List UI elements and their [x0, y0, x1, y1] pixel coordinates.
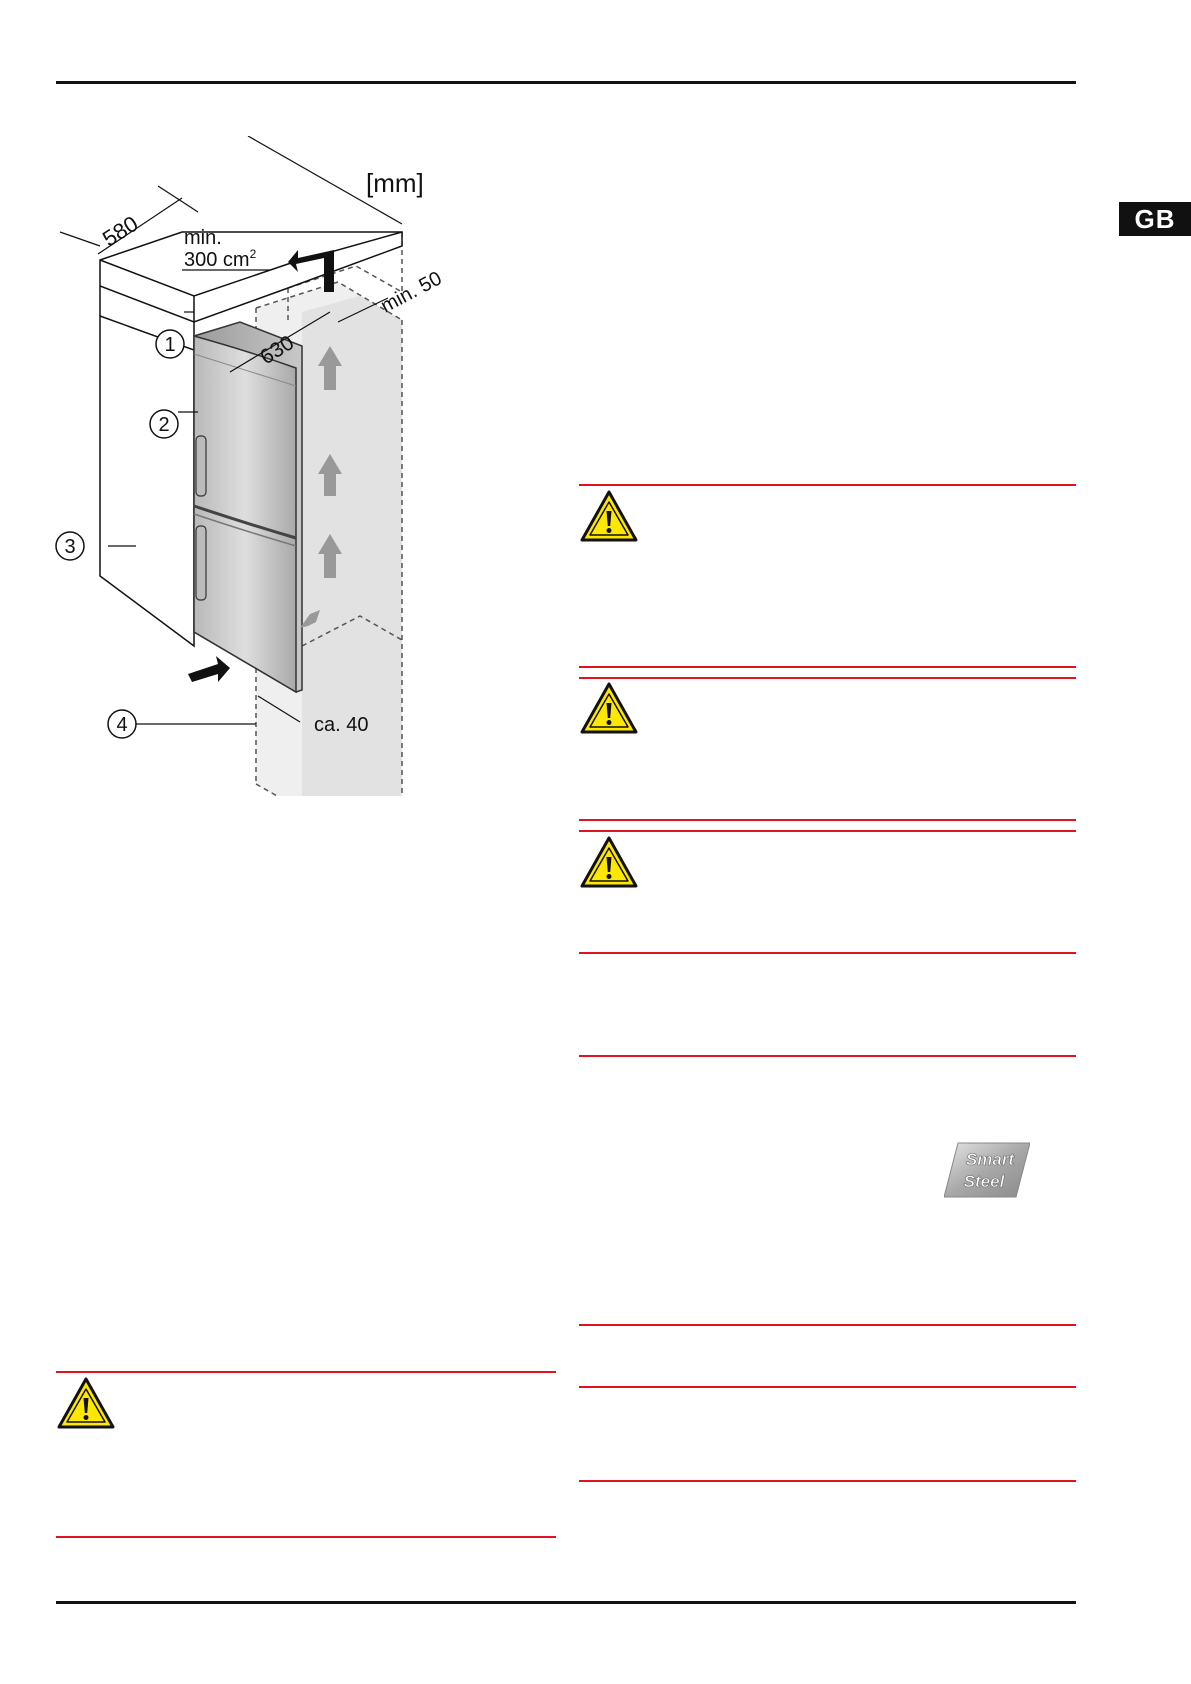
warning-rule — [579, 819, 1076, 821]
warning-triangle-icon — [580, 682, 638, 734]
bottom-gap-dimension: ca. 40 — [314, 714, 368, 736]
callout-4-label: 4 — [116, 714, 127, 736]
header-rule — [56, 81, 1076, 84]
callout-3-label: 3 — [64, 536, 75, 558]
vent-label-line1: min. — [184, 227, 222, 249]
installation-diagram: [mm] 580 min. 300 cm2 min. 50 630 ca. 40… — [55, 136, 446, 796]
vent-area-value: 300 cm — [184, 249, 250, 271]
top-gap-dimension: min. 50 — [377, 267, 445, 317]
warning-rule — [579, 952, 1076, 954]
warning-rule — [56, 1536, 556, 1538]
callout-1: 1 — [155, 329, 185, 359]
logo-line2: Steel — [964, 1172, 1006, 1191]
footer-rule — [56, 1601, 1076, 1604]
warning-triangle-icon — [57, 1377, 115, 1429]
callout-3: 3 — [55, 531, 85, 561]
dimension-lines — [59, 136, 403, 725]
section-rule — [579, 1386, 1076, 1388]
section-rule — [579, 1324, 1076, 1326]
warning-rule — [579, 830, 1076, 832]
unit-label: [mm] — [366, 168, 424, 198]
warning-rule — [579, 677, 1076, 679]
warning-rule — [56, 1371, 556, 1373]
callout-4: 4 — [107, 709, 137, 739]
callout-2: 2 — [149, 409, 179, 439]
callout-1-label: 1 — [164, 334, 175, 356]
section-rule — [579, 1480, 1076, 1482]
vent-label-line2: 300 cm2 — [184, 247, 257, 271]
warning-rule — [579, 666, 1076, 668]
appliance — [193, 321, 303, 694]
airflow-arrows — [188, 250, 342, 682]
section-rule — [579, 1055, 1076, 1057]
logo-line1: Smart — [966, 1150, 1016, 1169]
warning-triangle-icon — [580, 490, 638, 542]
language-tab: GB — [1119, 202, 1191, 236]
smart-steel-logo: Smart Steel — [944, 1142, 1030, 1198]
depth-dimension: 580 — [98, 211, 142, 252]
vent-area-superscript: 2 — [250, 247, 257, 261]
warning-rule — [579, 484, 1076, 486]
callout-2-label: 2 — [158, 414, 169, 436]
warning-triangle-icon — [580, 836, 638, 888]
